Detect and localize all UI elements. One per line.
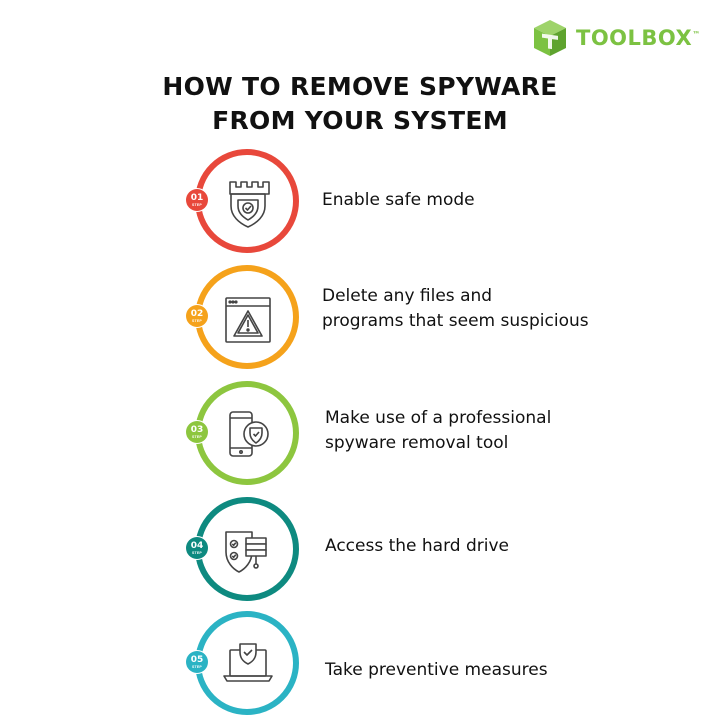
phone-shield-icon (229, 411, 269, 457)
laptop-shield-icon (223, 643, 273, 682)
step-description: Make use of a professional spyware remov… (325, 408, 552, 453)
step-1: 01 STEP Enable safe mode (180, 148, 680, 258)
title-line-2: FROM YOUR SYSTEM (212, 106, 508, 135)
step-description: Access the hard drive (325, 536, 510, 556)
step-badge: 01 STEP (185, 188, 209, 212)
brand-name: TOOLBOX™ (576, 26, 701, 50)
step-badge: 02 STEP (185, 304, 209, 328)
warning-window-icon (225, 297, 271, 343)
title-line-1: HOW TO REMOVE SPYWARE (162, 72, 558, 101)
step-description: Take preventive measures (325, 660, 548, 680)
step-4: 04 STEP Access the hard drive (180, 496, 680, 606)
step-badge: 03 STEP (185, 420, 209, 444)
step-2: 02 STEP Delete any files and programs th… (180, 264, 680, 374)
step-description: Enable safe mode (322, 190, 475, 210)
step-badge: 04 STEP (185, 536, 209, 560)
step-5: 05 STEP Take preventive measures (180, 610, 680, 720)
step-description: Delete any files and programs that seem … (322, 286, 589, 331)
shield-drive-icon (225, 531, 267, 573)
page-title: HOW TO REMOVE SPYWARE FROM YOUR SYSTEM (0, 70, 720, 138)
toolbox-logo: TOOLBOX™ (530, 18, 701, 58)
castle-shield-icon (229, 181, 270, 228)
step-3: 03 STEP Make use of a professional spywa… (180, 380, 680, 490)
cube-logo-icon (534, 20, 566, 56)
step-badge: 05 STEP (185, 650, 209, 674)
